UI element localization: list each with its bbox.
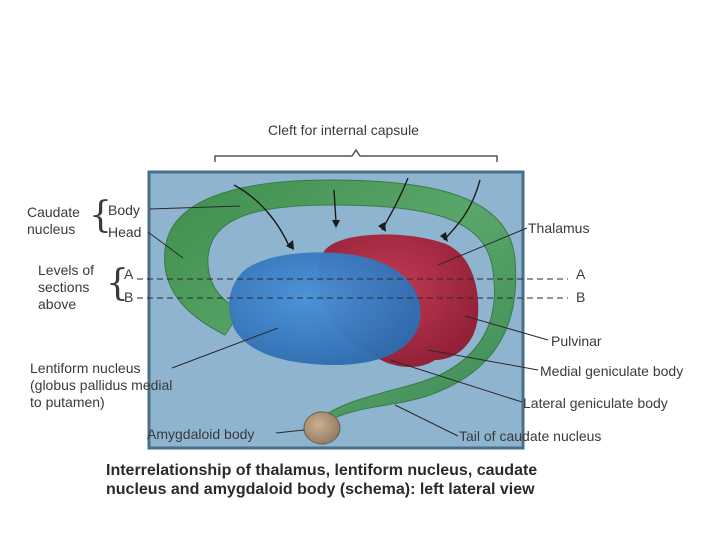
level-a-left: A — [124, 266, 133, 283]
level-b-right: B — [576, 289, 585, 306]
caudate-body-label: Body — [108, 202, 140, 219]
level-b-left: B — [124, 289, 133, 306]
lateral-geniculate-label: Lateral geniculate body — [523, 395, 668, 412]
caudate-label-line2: nucleus — [27, 221, 75, 238]
levels-label-line3: above — [38, 296, 76, 313]
amygdaloid-label: Amygdaloid body — [147, 426, 254, 443]
figure-caption: Interrelationship of thalamus, lentiform… — [106, 461, 537, 499]
levels-label-line1: Levels of — [38, 262, 94, 279]
lentiform-nucleus-shape — [229, 252, 421, 365]
lentiform-label-line1: Lentiform nucleus — [30, 360, 141, 377]
cleft-bracket — [215, 150, 497, 162]
lentiform-label-line3: to putamen) — [30, 394, 105, 411]
caudate-head-label: Head — [108, 224, 141, 241]
tail-caudate-label: Tail of caudate nucleus — [459, 428, 601, 445]
caudate-label-line1: Caudate — [27, 204, 80, 221]
cleft-label: Cleft for internal capsule — [268, 122, 419, 139]
pulvinar-label: Pulvinar — [551, 333, 602, 350]
caption-line2: nucleus and amygdaloid body (schema): le… — [106, 480, 537, 499]
thalamus-label: Thalamus — [528, 220, 589, 237]
caption-line1: Interrelationship of thalamus, lentiform… — [106, 461, 537, 480]
medial-geniculate-label: Medial geniculate body — [540, 363, 683, 380]
level-a-right: A — [576, 266, 585, 283]
levels-label-line2: sections — [38, 279, 89, 296]
lentiform-label-line2: (globus pallidus medial — [30, 377, 172, 394]
amygdaloid-body-shape — [304, 412, 340, 444]
